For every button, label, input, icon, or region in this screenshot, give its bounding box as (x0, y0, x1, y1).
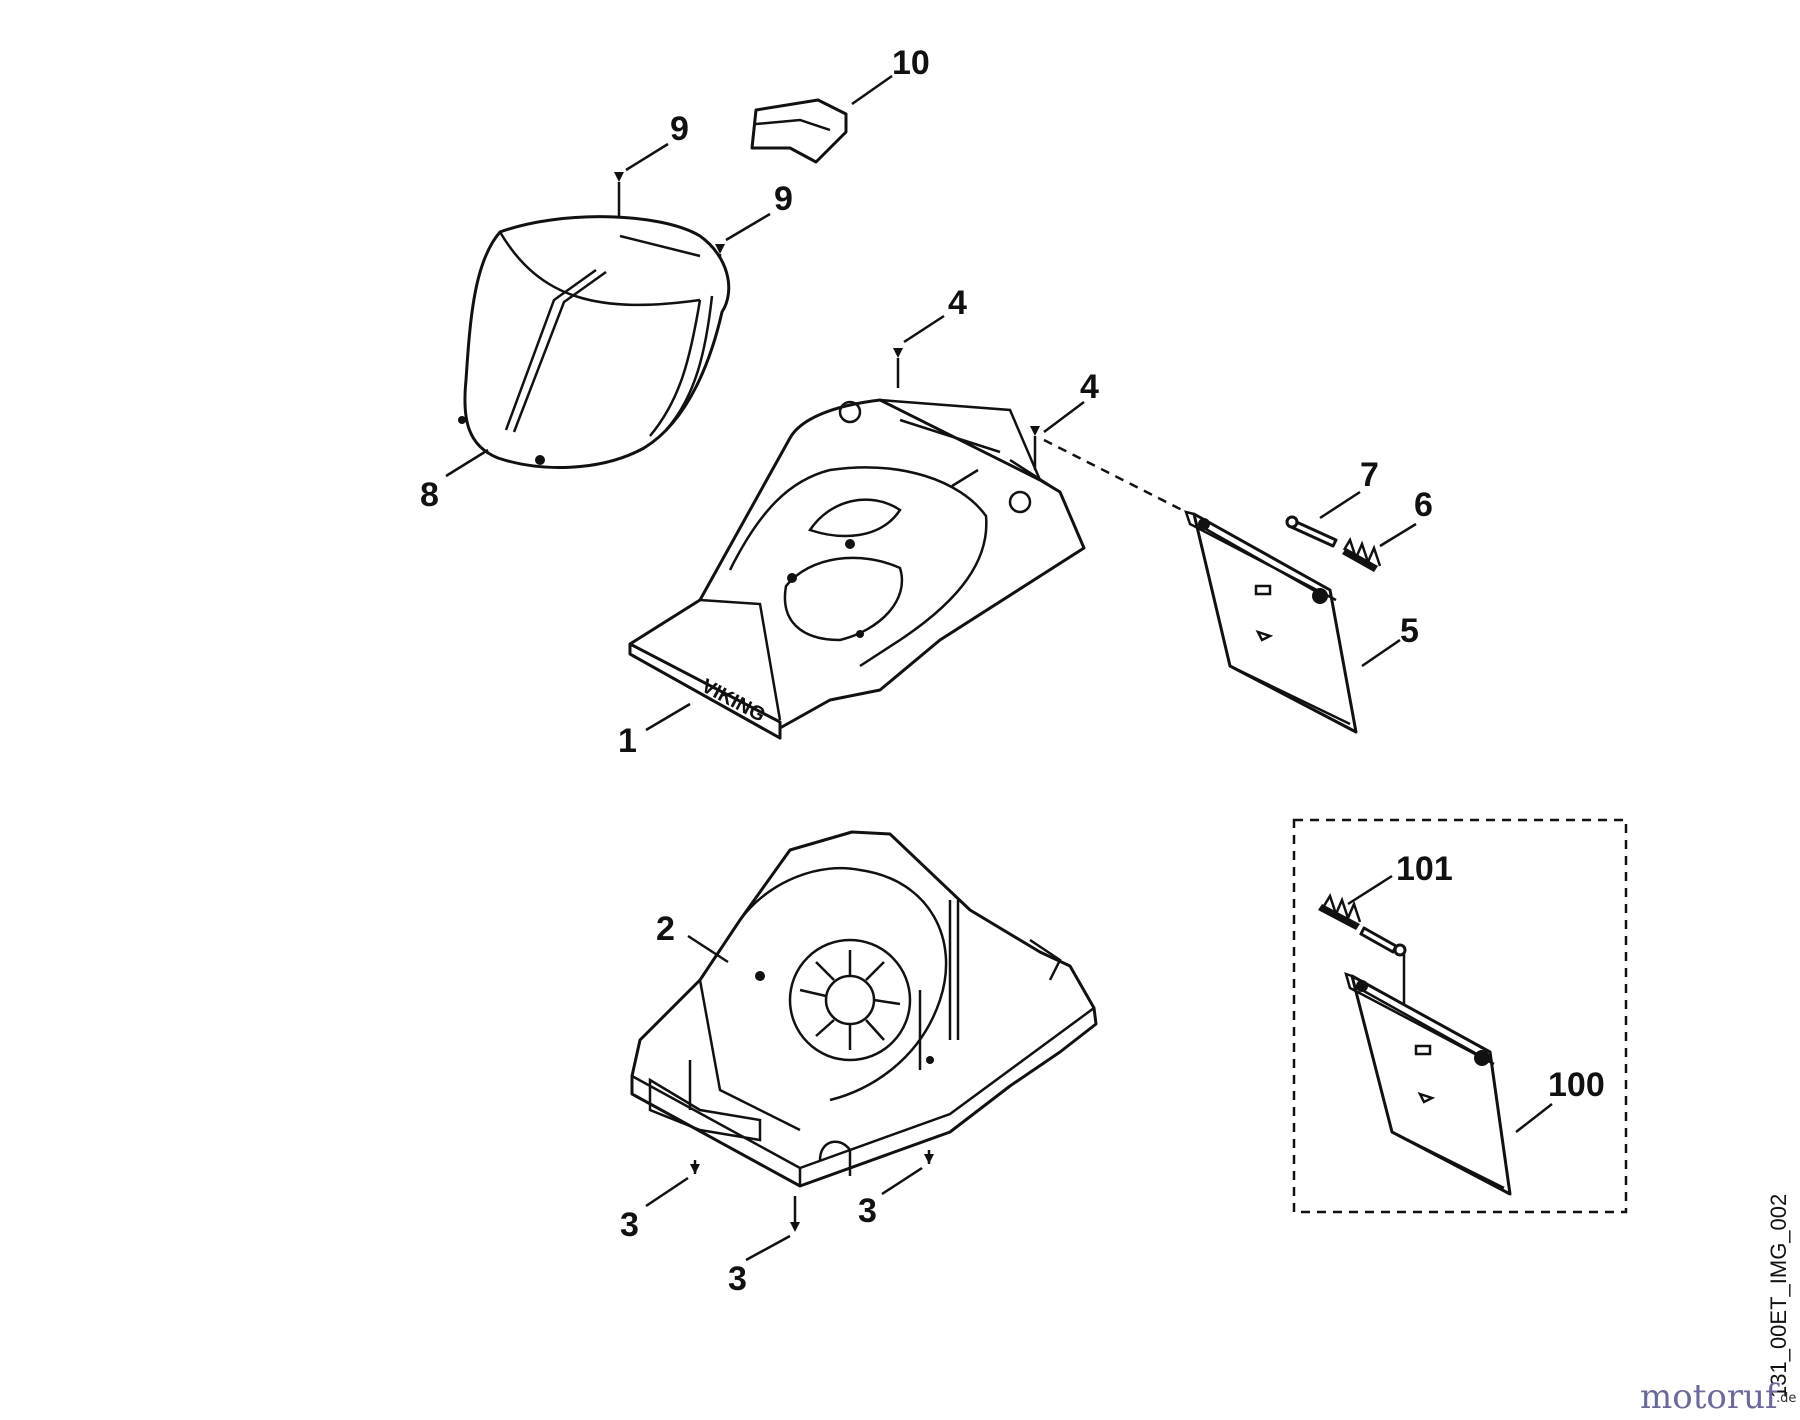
leader-2 (687, 934, 729, 964)
leader-9a (625, 142, 669, 172)
drawing-id: 131_00ET_IMG_002 (1766, 1194, 1791, 1398)
callout-6: 6 (1414, 486, 1433, 524)
part-3-screw-c (790, 1196, 800, 1232)
callout-101: 101 (1396, 850, 1453, 888)
part-6-spring (1342, 537, 1382, 572)
watermark-suffix: .de (1776, 1391, 1796, 1406)
part-4-screw-b (1030, 426, 1040, 470)
leader-5 (1361, 638, 1401, 668)
callout-9b: 9 (774, 180, 793, 218)
leader-100 (1515, 1103, 1553, 1133)
part-100-flap-kit (1344, 972, 1512, 1196)
callout-3a: 3 (620, 1206, 639, 1244)
leader-1 (645, 702, 691, 732)
leader-9b (725, 212, 771, 242)
part-5-rear-flap (1184, 510, 1358, 734)
leader-10 (851, 74, 893, 106)
leader-101 (1347, 874, 1393, 906)
callout-4a: 4 (948, 284, 967, 322)
leader-3a (645, 1176, 689, 1208)
callout-100: 100 (1548, 1066, 1605, 1104)
part-7-pin (1285, 515, 1338, 548)
leader-4b (1043, 401, 1085, 433)
part-3-screw-b (924, 1150, 934, 1164)
part-8-hood (458, 215, 731, 469)
part-2-lower-deck (630, 830, 1098, 1188)
leader-8 (445, 448, 489, 478)
callout-3c: 3 (728, 1260, 747, 1298)
callout-10: 10 (892, 44, 930, 82)
part-101-spring-pin (1318, 893, 1407, 1010)
leader-3b (881, 1166, 923, 1196)
part-1-upper-housing: VIKING (628, 398, 1086, 740)
callout-5: 5 (1400, 612, 1419, 650)
part-10-cap (750, 98, 848, 164)
callout-7: 7 (1360, 456, 1379, 494)
part-4-screw-a (893, 348, 903, 388)
callout-2: 2 (656, 910, 675, 948)
watermark: motoruf (1640, 1377, 1780, 1417)
kit-boundary-box (1292, 818, 1628, 1214)
part-3-screw-a (690, 1160, 700, 1174)
callout-4b: 4 (1080, 368, 1099, 406)
leader-4a (903, 314, 945, 344)
leader-6 (1379, 522, 1417, 548)
callout-9a: 9 (670, 110, 689, 148)
part-9-screw-a (614, 172, 624, 220)
assembly-line (1043, 438, 1187, 514)
callout-8: 8 (420, 476, 439, 514)
leader-7 (1319, 490, 1361, 520)
callout-3b: 3 (858, 1192, 877, 1230)
leader-3c (745, 1234, 791, 1262)
callout-1: 1 (618, 722, 637, 760)
